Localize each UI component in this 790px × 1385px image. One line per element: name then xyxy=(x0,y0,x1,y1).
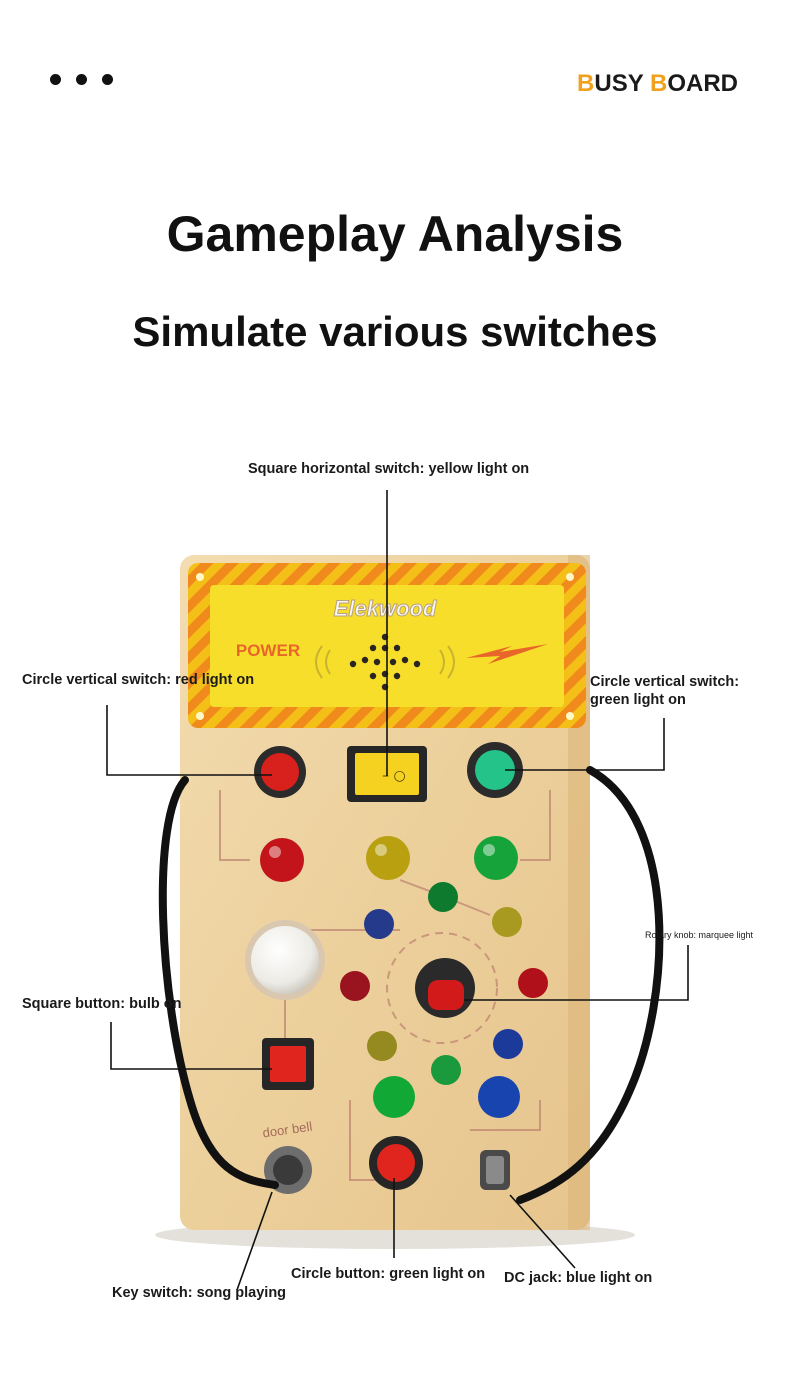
callout-circle-button: Circle button: green light on xyxy=(291,1266,486,1282)
yellow-light xyxy=(366,836,410,880)
white-bulb xyxy=(251,926,319,994)
brand-logo-board: Elekwood xyxy=(334,596,437,621)
rope-left xyxy=(158,776,279,1189)
marquee-lights xyxy=(340,882,548,1085)
callout-dc-jack: DC jack: blue light on xyxy=(504,1270,653,1286)
green-light xyxy=(474,836,518,880)
callout-key-switch: Key switch: song playing xyxy=(112,1285,287,1301)
blue-light xyxy=(478,1076,520,1118)
callout-square-horizontal: Square horizontal switch: yellow light o… xyxy=(248,461,530,477)
power-label: POWER xyxy=(236,641,300,660)
green-light-bottom xyxy=(373,1076,415,1118)
door-bell-label: door bell xyxy=(262,1119,314,1141)
speaker-icon xyxy=(349,633,421,691)
red-light xyxy=(260,838,304,882)
callout-square-button: Square button: bulb on xyxy=(22,996,182,1012)
callout-circle-vertical-green: Circle vertical switch: green light on xyxy=(590,674,740,708)
brand-logo: BUSY BOARD xyxy=(577,70,738,97)
svg-text:– ○: – ○ xyxy=(382,768,406,784)
callout-rotary-knob: Rotary knob: marquee light xyxy=(645,930,754,940)
more-menu-icon xyxy=(50,74,114,86)
rope-right xyxy=(516,766,664,1204)
page-title: Gameplay Analysis xyxy=(166,206,624,262)
callout-lines xyxy=(106,490,689,1291)
page-subtitle: Simulate various switches xyxy=(132,308,658,355)
callout-circle-vertical-red: Circle vertical switch: red light on xyxy=(22,672,255,688)
lightning-icon xyxy=(466,644,548,664)
